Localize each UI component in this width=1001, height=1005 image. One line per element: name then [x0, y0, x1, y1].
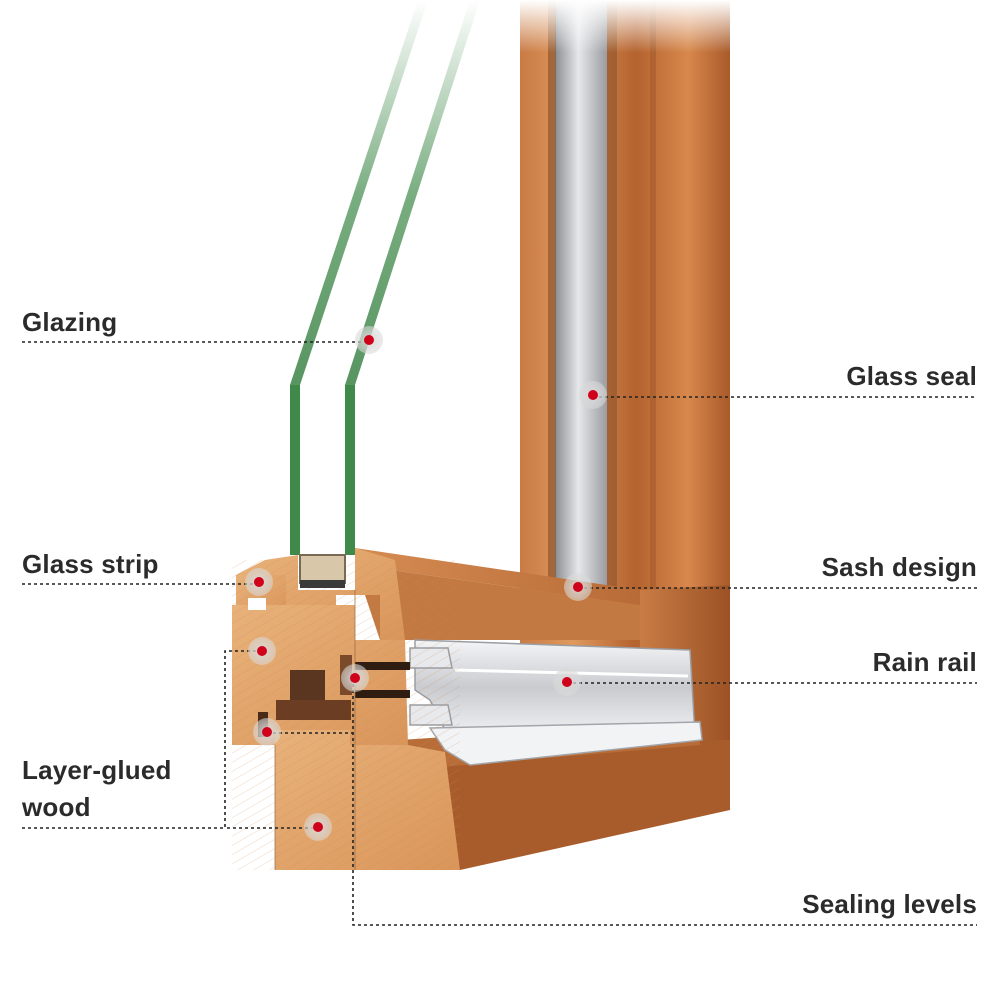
label-layer-glued-wood-line1: Layer-glued — [22, 752, 172, 789]
marker-sealing-levels-upper — [341, 664, 369, 692]
label-sash-design: Sash design — [822, 548, 977, 586]
marker-sash-design — [564, 573, 592, 601]
label-glass-strip: Glass strip — [22, 545, 159, 583]
label-glazing: Glazing — [22, 303, 117, 341]
label-layer-glued-wood-line2: wood — [22, 789, 172, 826]
double-glazing — [290, 0, 480, 588]
marker-glazing — [355, 326, 383, 354]
marker-layer-glued-wood-bottom — [304, 813, 332, 841]
label-sealing-levels: Sealing levels — [802, 885, 977, 923]
marker-sealing-levels-lower — [253, 718, 281, 746]
marker-layer-glued-wood-top — [248, 637, 276, 665]
marker-glass-strip — [245, 568, 273, 596]
marker-rain-rail — [553, 668, 581, 696]
marker-glass-seal — [579, 381, 607, 409]
label-rain-rail: Rain rail — [873, 643, 977, 681]
profile-cross-section — [232, 548, 460, 870]
label-layer-glued-wood: Layer-glued wood — [22, 752, 172, 826]
label-glass-seal: Glass seal — [846, 357, 977, 395]
